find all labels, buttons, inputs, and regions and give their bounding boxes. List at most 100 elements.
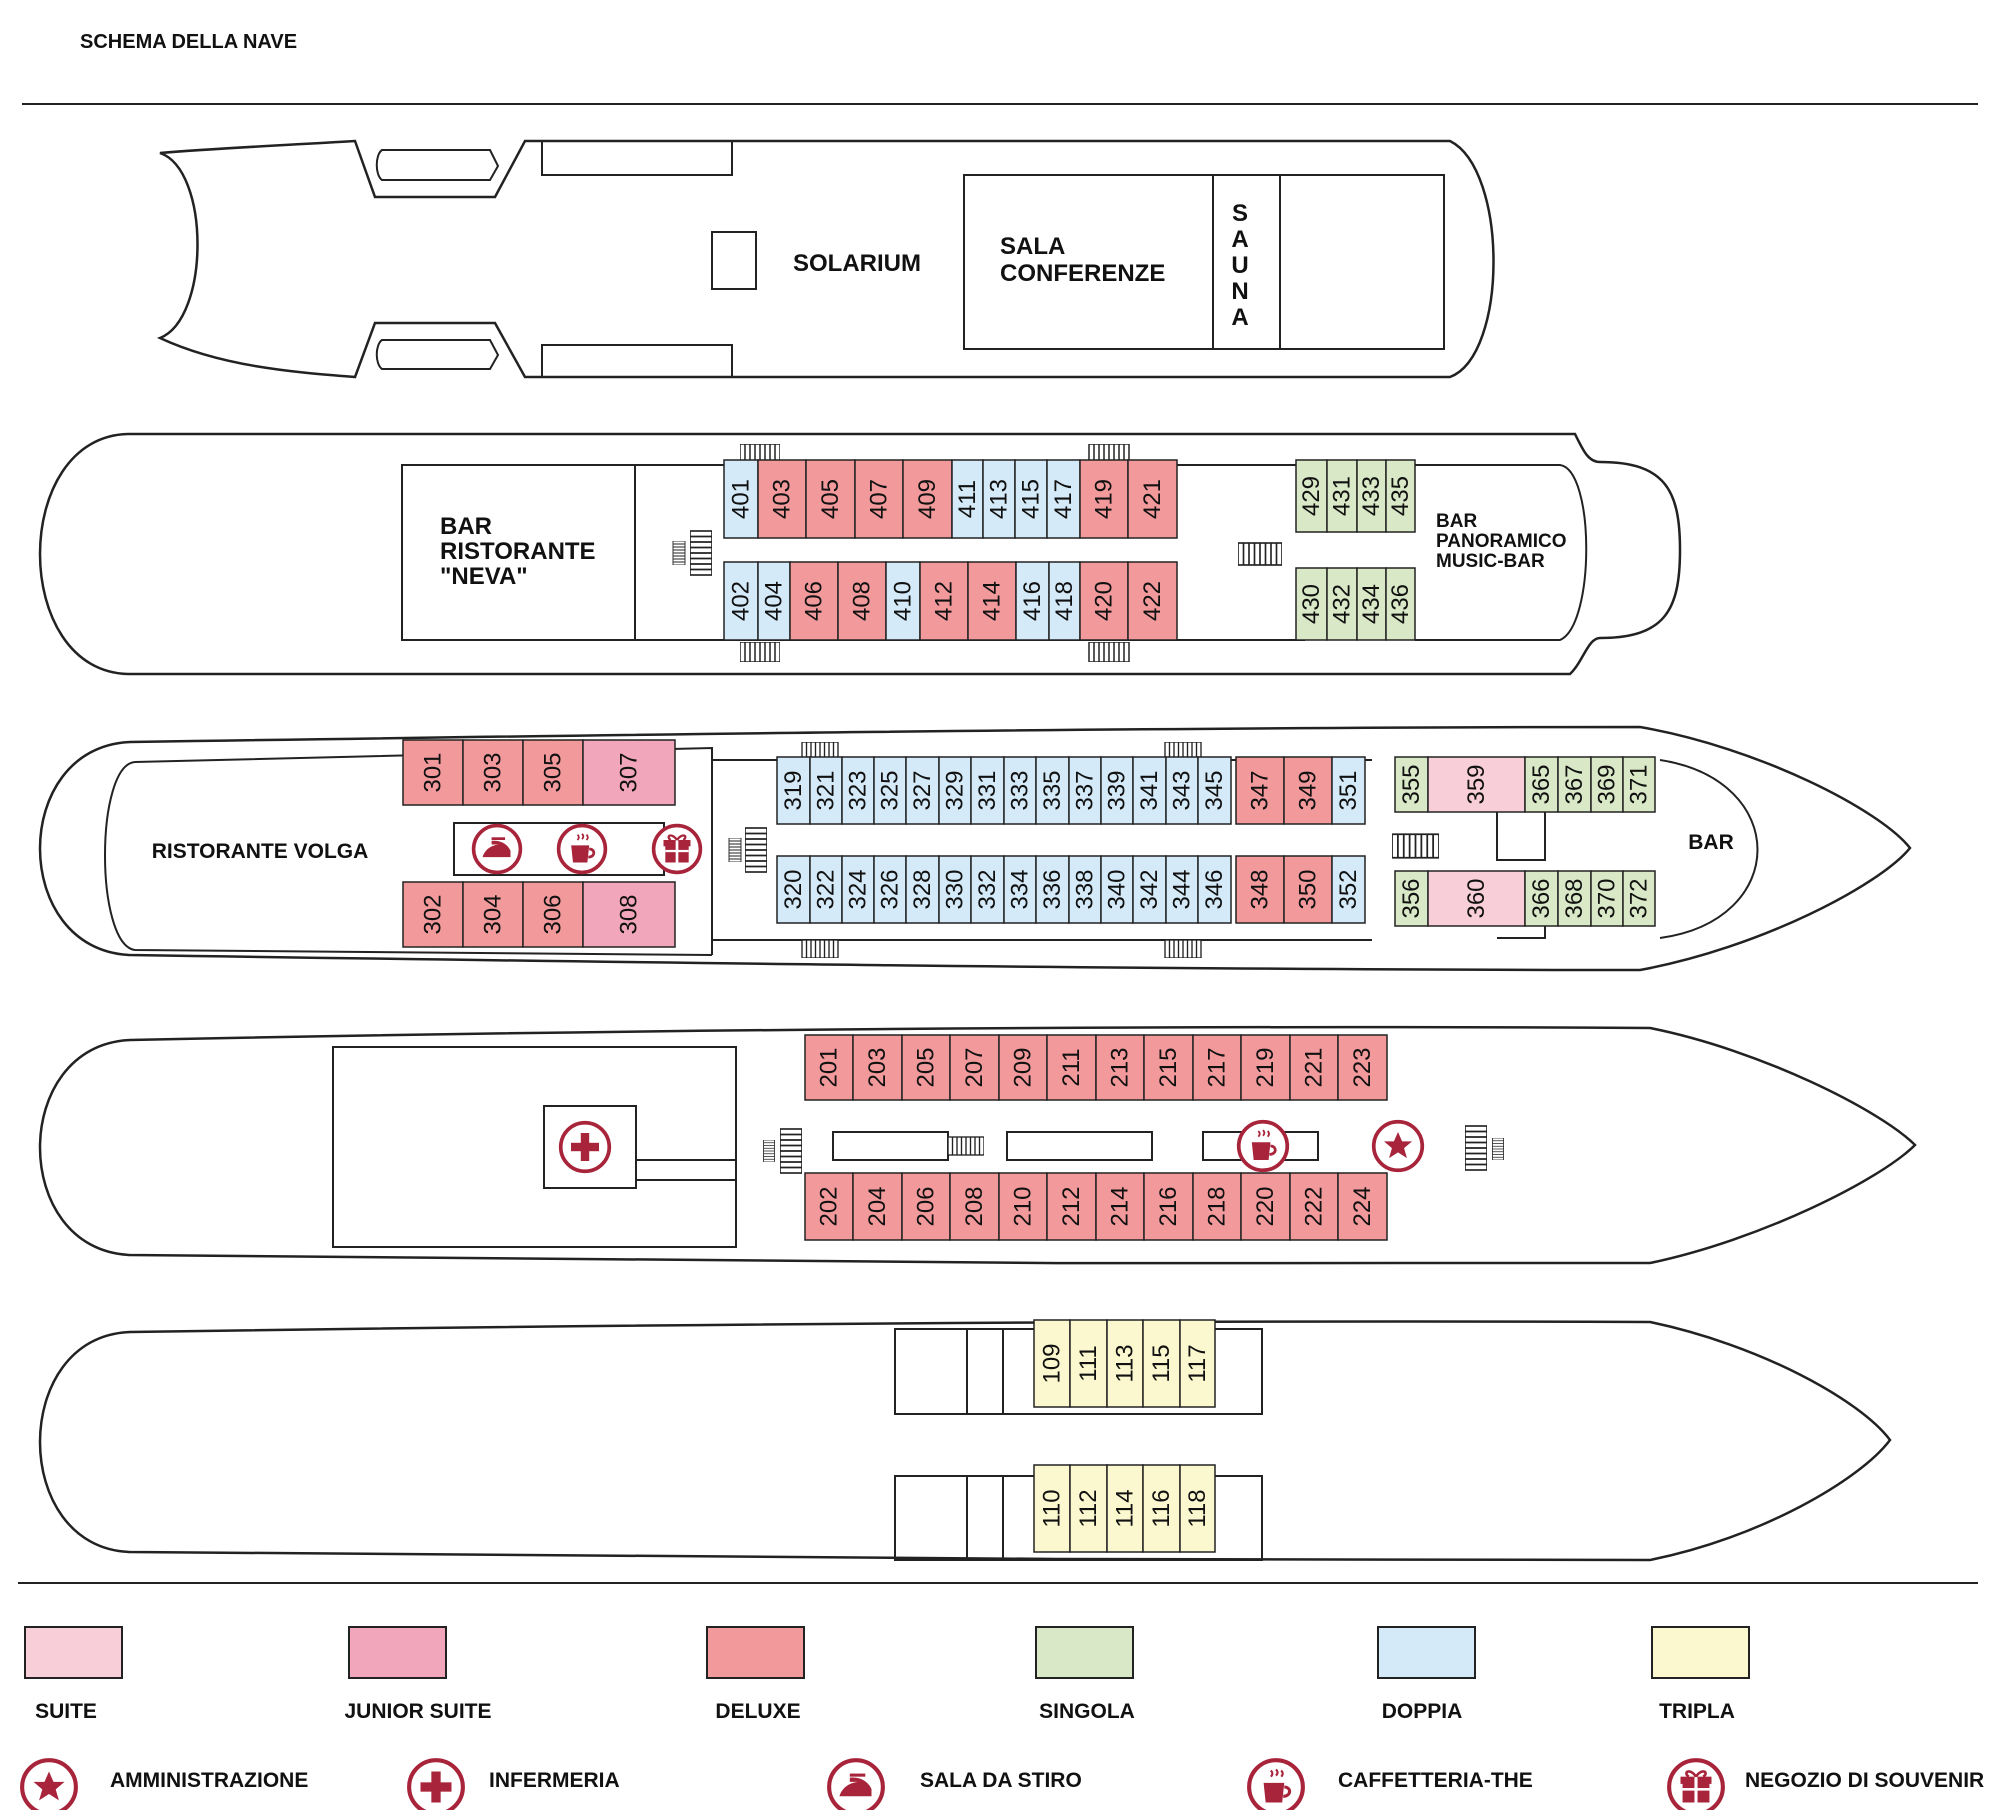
cabin-112[interactable]: 112 — [1069, 1464, 1108, 1553]
cabin-218[interactable]: 218 — [1192, 1172, 1242, 1241]
cabin-404[interactable]: 404 — [757, 561, 791, 641]
cabin-344[interactable]: 344 — [1165, 855, 1199, 924]
cabin-301[interactable]: 301 — [402, 739, 464, 806]
cabin-416[interactable]: 416 — [1015, 561, 1050, 641]
cabin-418[interactable]: 418 — [1048, 561, 1081, 641]
cabin-407[interactable]: 407 — [854, 459, 904, 539]
cabin-401[interactable]: 401 — [723, 459, 759, 539]
cabin-328[interactable]: 328 — [905, 855, 940, 924]
cabin-327[interactable]: 327 — [905, 756, 940, 825]
cabin-415[interactable]: 415 — [1014, 459, 1048, 539]
cabin-351[interactable]: 351 — [1331, 756, 1366, 825]
cabin-368[interactable]: 368 — [1557, 870, 1592, 927]
cabin-219[interactable]: 219 — [1240, 1034, 1291, 1101]
cabin-410[interactable]: 410 — [885, 561, 921, 641]
cabin-337[interactable]: 337 — [1068, 756, 1102, 825]
cabin-420[interactable]: 420 — [1079, 561, 1129, 641]
cabin-224[interactable]: 224 — [1337, 1172, 1388, 1241]
cabin-352[interactable]: 352 — [1331, 855, 1366, 924]
cabin-214[interactable]: 214 — [1095, 1172, 1145, 1241]
cabin-320[interactable]: 320 — [776, 855, 811, 924]
cabin-370[interactable]: 370 — [1590, 870, 1624, 927]
cabin-413[interactable]: 413 — [982, 459, 1016, 539]
cabin-434[interactable]: 434 — [1356, 567, 1387, 641]
cabin-421[interactable]: 421 — [1127, 459, 1178, 539]
cabin-206[interactable]: 206 — [901, 1172, 951, 1241]
cabin-319[interactable]: 319 — [776, 756, 811, 825]
cabin-366[interactable]: 366 — [1524, 870, 1559, 927]
cabin-367[interactable]: 367 — [1557, 756, 1592, 813]
cabin-414[interactable]: 414 — [967, 561, 1017, 641]
cabin-347[interactable]: 347 — [1235, 756, 1285, 825]
cabin-202[interactable]: 202 — [804, 1172, 854, 1241]
cabin-302[interactable]: 302 — [402, 881, 464, 948]
cabin-220[interactable]: 220 — [1240, 1172, 1291, 1241]
cabin-409[interactable]: 409 — [902, 459, 953, 539]
cabin-308[interactable]: 308 — [582, 881, 676, 948]
cabin-209[interactable]: 209 — [998, 1034, 1048, 1101]
cabin-338[interactable]: 338 — [1068, 855, 1102, 924]
cabin-322[interactable]: 322 — [809, 855, 843, 924]
cabin-411[interactable]: 411 — [951, 459, 984, 539]
cabin-303[interactable]: 303 — [462, 739, 524, 806]
cabin-306[interactable]: 306 — [522, 881, 584, 948]
cabin-210[interactable]: 210 — [998, 1172, 1048, 1241]
cabin-342[interactable]: 342 — [1132, 855, 1167, 924]
cabin-324[interactable]: 324 — [841, 855, 875, 924]
cabin-350[interactable]: 350 — [1283, 855, 1333, 924]
cabin-341[interactable]: 341 — [1132, 756, 1167, 825]
cabin-436[interactable]: 436 — [1385, 567, 1416, 641]
cabin-208[interactable]: 208 — [949, 1172, 1000, 1241]
cabin-213[interactable]: 213 — [1095, 1034, 1145, 1101]
cabin-355[interactable]: 355 — [1394, 756, 1429, 813]
cabin-118[interactable]: 118 — [1179, 1464, 1216, 1553]
cabin-221[interactable]: 221 — [1289, 1034, 1339, 1101]
cabin-111[interactable]: 111 — [1069, 1319, 1108, 1408]
cabin-330[interactable]: 330 — [938, 855, 972, 924]
cabin-109[interactable]: 109 — [1033, 1319, 1071, 1408]
cabin-222[interactable]: 222 — [1289, 1172, 1339, 1241]
cabin-348[interactable]: 348 — [1235, 855, 1285, 924]
cabin-346[interactable]: 346 — [1197, 855, 1232, 924]
cabin-406[interactable]: 406 — [789, 561, 839, 641]
cabin-323[interactable]: 323 — [841, 756, 875, 825]
cabin-325[interactable]: 325 — [873, 756, 907, 825]
cabin-205[interactable]: 205 — [901, 1034, 951, 1101]
cabin-334[interactable]: 334 — [1003, 855, 1037, 924]
cabin-345[interactable]: 345 — [1197, 756, 1232, 825]
cabin-204[interactable]: 204 — [852, 1172, 903, 1241]
cabin-201[interactable]: 201 — [804, 1034, 854, 1101]
cabin-432[interactable]: 432 — [1326, 567, 1358, 641]
cabin-369[interactable]: 369 — [1590, 756, 1624, 813]
cabin-326[interactable]: 326 — [873, 855, 907, 924]
cabin-305[interactable]: 305 — [522, 739, 584, 806]
cabin-365[interactable]: 365 — [1524, 756, 1559, 813]
cabin-372[interactable]: 372 — [1622, 870, 1656, 927]
cabin-340[interactable]: 340 — [1100, 855, 1134, 924]
cabin-429[interactable]: 429 — [1295, 459, 1328, 533]
cabin-403[interactable]: 403 — [757, 459, 807, 539]
cabin-329[interactable]: 329 — [938, 756, 972, 825]
cabin-332[interactable]: 332 — [970, 855, 1005, 924]
cabin-405[interactable]: 405 — [805, 459, 856, 539]
cabin-331[interactable]: 331 — [970, 756, 1005, 825]
cabin-431[interactable]: 431 — [1326, 459, 1358, 533]
cabin-422[interactable]: 422 — [1127, 561, 1178, 641]
cabin-412[interactable]: 412 — [919, 561, 969, 641]
cabin-212[interactable]: 212 — [1046, 1172, 1097, 1241]
cabin-203[interactable]: 203 — [852, 1034, 903, 1101]
cabin-430[interactable]: 430 — [1295, 567, 1328, 641]
cabin-360[interactable]: 360 — [1427, 870, 1526, 927]
cabin-433[interactable]: 433 — [1356, 459, 1387, 533]
cabin-115[interactable]: 115 — [1142, 1319, 1181, 1408]
cabin-356[interactable]: 356 — [1394, 870, 1429, 927]
cabin-349[interactable]: 349 — [1283, 756, 1333, 825]
cabin-343[interactable]: 343 — [1165, 756, 1199, 825]
cabin-207[interactable]: 207 — [949, 1034, 1000, 1101]
cabin-417[interactable]: 417 — [1046, 459, 1081, 539]
cabin-216[interactable]: 216 — [1143, 1172, 1194, 1241]
cabin-339[interactable]: 339 — [1100, 756, 1134, 825]
cabin-304[interactable]: 304 — [462, 881, 524, 948]
cabin-223[interactable]: 223 — [1337, 1034, 1388, 1101]
cabin-435[interactable]: 435 — [1385, 459, 1416, 533]
